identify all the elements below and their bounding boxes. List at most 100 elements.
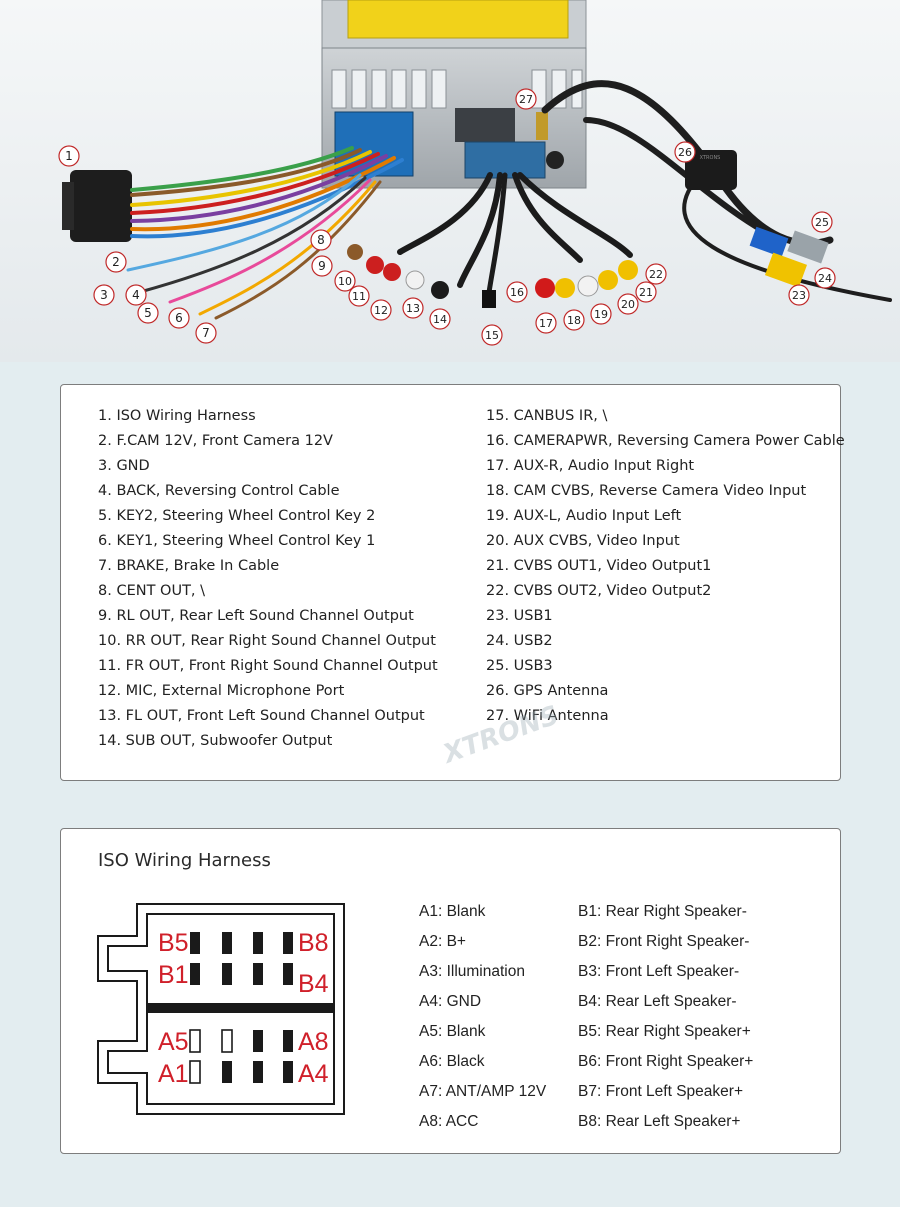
- callout-label: 6: [175, 311, 183, 325]
- usb-connectors: [749, 226, 829, 288]
- legend-left-column: 1. ISO Wiring Harness 2. F.CAM 12V, Fron…: [98, 404, 438, 754]
- callout-8: 8: [310, 229, 332, 251]
- pin-a3: A3: Illumination: [419, 963, 525, 980]
- pins-a-column: A1: Blank A2: B+ A3: Illumination A4: GN…: [419, 897, 546, 1137]
- callout-label: 25: [815, 216, 829, 229]
- legend-item: 26. GPS Antenna: [486, 683, 609, 699]
- callout-label: 24: [818, 272, 832, 285]
- pin-b7: B7: Front Left Speaker+: [578, 1083, 743, 1100]
- callout-17: 17: [535, 312, 557, 334]
- callout-label: 5: [144, 306, 152, 320]
- rca-plugs: [347, 244, 638, 308]
- gps-antenna: XTRONS: [685, 150, 737, 190]
- pin-a4: A4: GND: [419, 993, 482, 1010]
- callout-15: 15: [481, 324, 503, 346]
- legend-item: 27. WiFi Antenna: [486, 708, 609, 724]
- svg-text:XTRONS: XTRONS: [700, 155, 721, 161]
- callout-22: 22: [645, 263, 667, 285]
- legend-item: 1. ISO Wiring Harness: [98, 408, 256, 424]
- callout-2: 2: [105, 251, 127, 273]
- legend-item: 8. CENT OUT, \: [98, 583, 206, 599]
- callout-20: 20: [617, 293, 639, 315]
- legend-item: 17. AUX-R, Audio Input Right: [486, 458, 695, 474]
- label-b4: B4: [298, 970, 329, 998]
- callout-1: 1: [58, 145, 80, 167]
- iso-panel: ISO Wiring Harness B5 B8 B1: [60, 828, 841, 1154]
- legend-item: 23. USB1: [486, 608, 553, 624]
- label-a5: A5: [158, 1028, 189, 1056]
- callout-label: 17: [539, 317, 553, 330]
- legend-item: 7. BRAKE, Brake In Cable: [98, 558, 280, 574]
- callout-label: 20: [621, 298, 635, 311]
- pin-a7: A7: ANT/AMP 12V: [419, 1083, 547, 1100]
- callout-13: 13: [402, 297, 424, 319]
- pin-b3: B3: Front Left Speaker-: [578, 963, 740, 980]
- pin-b2: B2: Front Right Speaker-: [578, 933, 750, 950]
- callout-16: 16: [506, 281, 528, 303]
- legend-item: 16. CAMERAPWR, Reversing Camera Power Ca…: [486, 433, 845, 449]
- pin-b1: B1: Rear Right Speaker-: [578, 903, 747, 920]
- label-a4: A4: [298, 1060, 329, 1088]
- pin-b8: B8: Rear Left Speaker+: [578, 1113, 741, 1130]
- callout-label: 26: [678, 146, 692, 159]
- callout-label: 10: [338, 275, 352, 288]
- legend-item: 6. KEY1, Steering Wheel Control Key 1: [98, 533, 376, 549]
- callout-label: 2: [112, 255, 120, 269]
- label-b1: B1: [158, 961, 189, 989]
- pin-b6: B6: Front Right Speaker+: [578, 1053, 754, 1070]
- legend-item: 11. FR OUT, Front Right Sound Channel Ou…: [98, 658, 438, 674]
- callout-23: 23: [788, 284, 810, 306]
- callout-label: 19: [594, 308, 608, 321]
- legend-item: 12. MIC, External Microphone Port: [98, 683, 345, 699]
- callout-label: 8: [317, 233, 325, 247]
- callout-18: 18: [563, 309, 585, 331]
- callout-11: 11: [348, 285, 370, 307]
- callout-label: 13: [406, 302, 420, 315]
- callout-label: 18: [567, 314, 581, 327]
- pin-a2: A2: B+: [419, 933, 466, 950]
- legend-right-column: 15. CANBUS IR, \ 16. CAMERAPWR, Reversin…: [486, 404, 845, 729]
- callout-label: 14: [433, 313, 447, 326]
- pin-b5: B5: Rear Right Speaker+: [578, 1023, 751, 1040]
- legend-item: 15. CANBUS IR, \: [486, 408, 608, 424]
- legend-item: 20. AUX CVBS, Video Input: [486, 533, 680, 549]
- pins-b-column: B1: Rear Right Speaker- B2: Front Right …: [578, 897, 753, 1137]
- callout-label: 23: [792, 289, 806, 302]
- callout-21: 21: [635, 281, 657, 303]
- iso-connector-diagram: B5 B8 B1 B4 A5 A8 A1 A4: [97, 903, 345, 1115]
- callout-label: 11: [352, 290, 366, 303]
- b-pins: [190, 932, 293, 985]
- label-a8: A8: [298, 1028, 329, 1056]
- callout-24: 24: [814, 267, 836, 289]
- callout-label: 16: [510, 286, 524, 299]
- callout-3: 3: [93, 284, 115, 306]
- label-b5: B5: [158, 929, 189, 957]
- legend-panel: 1. ISO Wiring Harness 2. F.CAM 12V, Fron…: [60, 384, 845, 781]
- callout-label: 4: [132, 288, 140, 302]
- connector-divider: [147, 1003, 334, 1013]
- head-unit: [321, 0, 587, 189]
- callout-label: 21: [639, 286, 653, 299]
- callout-27: 27: [515, 88, 537, 110]
- pin-a5: A5: Blank: [419, 1023, 486, 1040]
- a-pins: [189, 1029, 293, 1084]
- callout-9: 9: [311, 255, 333, 277]
- legend-item: 19. AUX-L, Audio Input Left: [486, 508, 682, 524]
- callout-26: 26: [674, 141, 696, 163]
- legend-item: 4. BACK, Reversing Control Cable: [98, 483, 340, 499]
- legend-item: 10. RR OUT, Rear Right Sound Channel Out…: [98, 633, 436, 649]
- callout-12: 12: [370, 299, 392, 321]
- legend-item: 2. F.CAM 12V, Front Camera 12V: [98, 433, 333, 449]
- legend-item: 5. KEY2, Steering Wheel Control Key 2: [98, 508, 376, 524]
- callout-6: 6: [168, 307, 190, 329]
- callout-label: 12: [374, 304, 388, 317]
- callout-label: 1: [65, 149, 73, 163]
- legend-item: 25. USB3: [486, 658, 553, 674]
- legend-item: 18. CAM CVBS, Reverse Camera Video Input: [486, 483, 807, 499]
- pin-a6: A6: Black: [419, 1053, 485, 1070]
- legend-item: 21. CVBS OUT1, Video Output1: [486, 558, 712, 574]
- legend-item: 3. GND: [98, 458, 150, 474]
- legend-item: 13. FL OUT, Front Left Sound Channel Out…: [98, 708, 425, 724]
